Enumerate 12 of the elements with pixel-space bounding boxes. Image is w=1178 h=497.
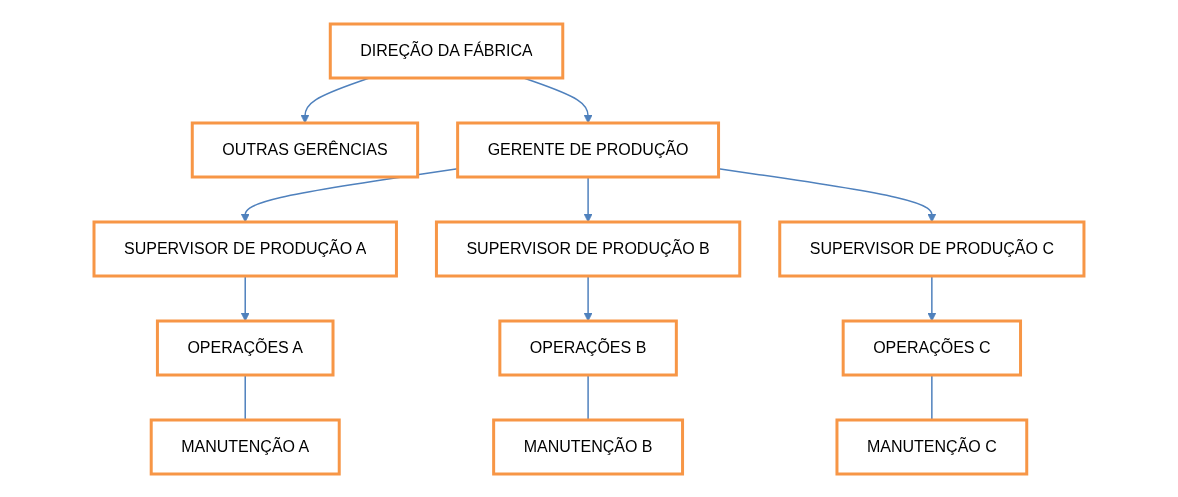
node-box: SUPERVISOR DE PRODUÇÃO B: [434, 220, 742, 277]
node-box: MANUTENÇÃO A: [149, 418, 341, 475]
node-box: MANUTENÇÃO C: [835, 418, 1029, 475]
node-box: OUTRAS GERÊNCIAS: [190, 121, 420, 178]
node-box: DIREÇÃO DA FÁBRICA: [328, 22, 565, 79]
node-box: SUPERVISOR DE PRODUÇÃO A: [92, 220, 398, 277]
node-box: SUPERVISOR DE PRODUÇÃO C: [778, 220, 1086, 277]
node-box: GERENTE DE PRODUÇÃO: [456, 121, 721, 178]
node-box: MANUTENÇÃO B: [492, 418, 685, 475]
node-box: OPERAÇÕES A: [155, 319, 335, 376]
node-box: OPERAÇÕES C: [841, 319, 1023, 376]
node-box: OPERAÇÕES B: [498, 319, 678, 376]
